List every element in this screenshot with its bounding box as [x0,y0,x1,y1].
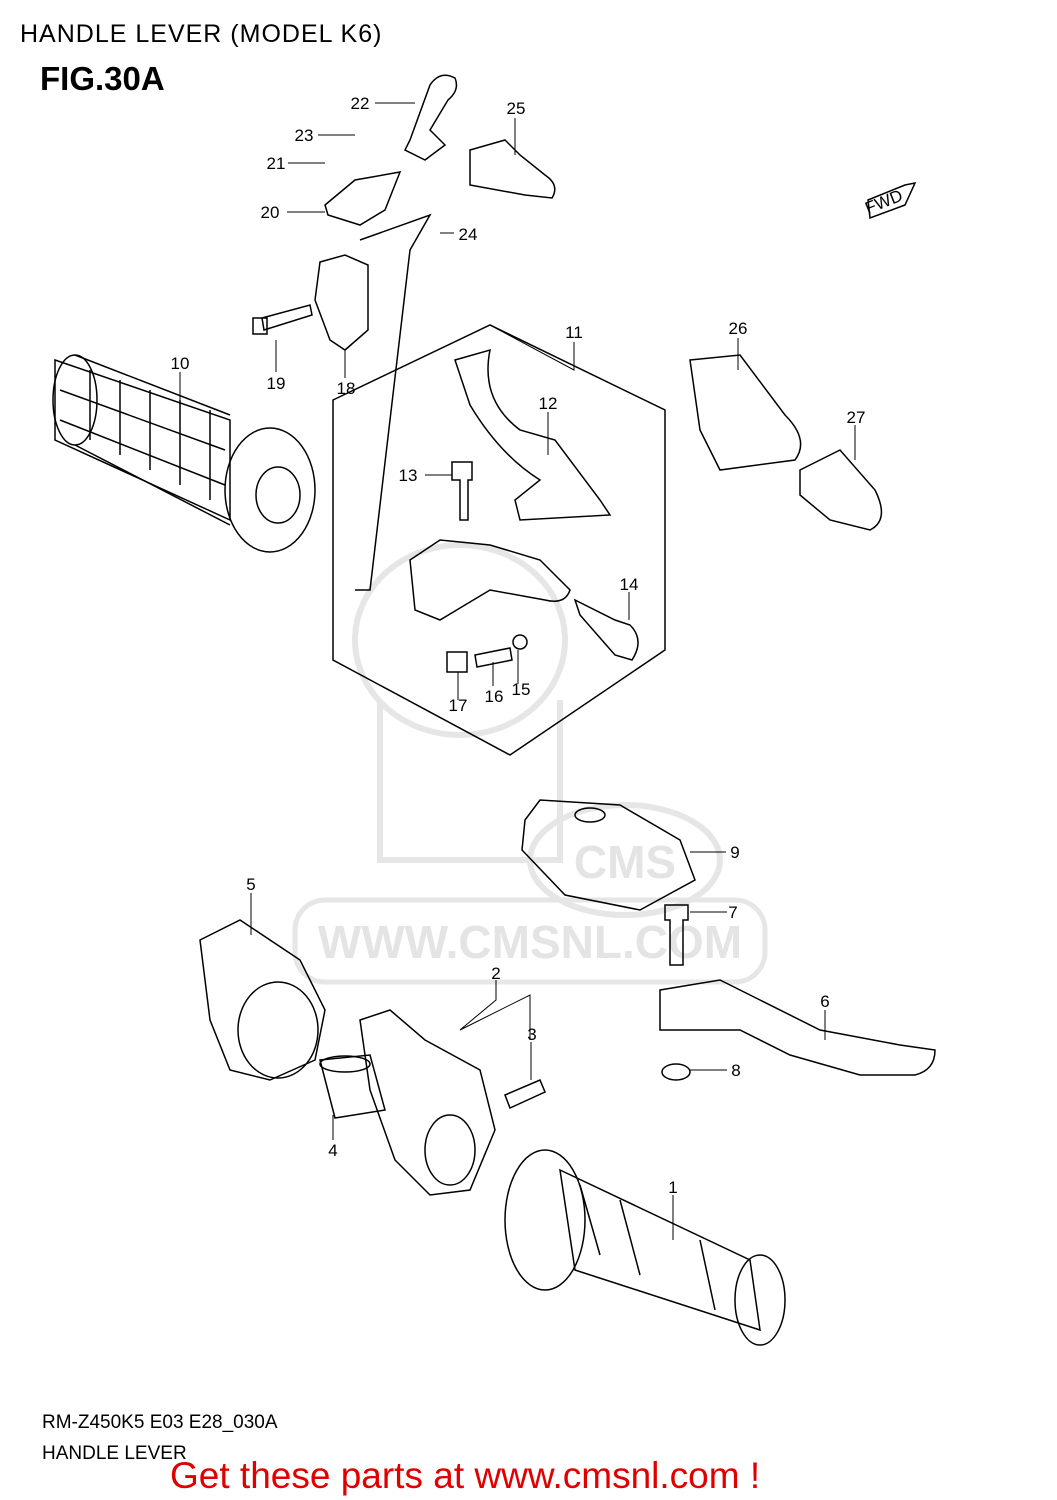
callout-3: 3 [527,1025,536,1044]
page-title: HANDLE LEVER (MODEL K6) [20,20,383,48]
part-11 [454,348,612,521]
part-18 [314,254,369,351]
callout-16: 16 [485,687,504,706]
callout-6: 6 [820,992,829,1011]
lever-holder [409,539,571,621]
callout-7: 7 [728,903,737,922]
part-13 [451,461,473,521]
callout-18: 18 [337,379,356,398]
callout-9: 9 [730,843,739,862]
callout-10: 10 [171,354,190,373]
part-22 [403,74,458,161]
watermark-logo: CMS [574,836,676,888]
callout-20: 20 [261,203,280,222]
part-5 [199,919,326,1081]
part-15 [512,634,528,650]
part-2 [359,1009,496,1196]
callout-5: 5 [246,875,255,894]
bracket-outline [355,213,432,591]
callout-25: 25 [507,99,526,118]
part-19 [261,304,313,331]
part-17 [446,651,468,673]
diagram-name: HANDLE LEVER [42,1443,187,1464]
part-6 [659,979,936,1076]
part-16 [474,647,513,668]
watermark: WWW.CMSNL.COM CMS [292,542,768,985]
part-4 [319,1054,386,1119]
figure-label: FIG.30A [40,60,165,97]
part-7 [664,904,689,966]
callout-19: 19 [267,374,286,393]
diagram-code: RM-Z450K5 E03 E28_030A [42,1412,278,1433]
part-27 [799,449,883,531]
grip-10 [52,354,316,553]
part-25 [469,139,556,199]
callout-8: 8 [731,1061,740,1080]
leader-lines [179,102,856,1240]
callout-11: 11 [565,323,583,342]
part-3 [504,1079,546,1110]
part-9 [521,799,696,911]
callout-22: 22 [351,94,370,113]
callout-14: 14 [620,575,639,594]
callout-27: 27 [847,408,866,427]
callout-15: 15 [512,680,531,699]
callout-2: 2 [491,964,500,983]
part-8 [661,1063,691,1081]
callout-12: 12 [539,394,558,413]
callout-1: 1 [668,1178,677,1197]
part-14 [573,598,639,661]
grip-1 [504,1149,786,1346]
promo-link[interactable]: Get these parts at www.cmsnl.com ! [170,1455,761,1496]
callout-24: 24 [459,225,478,244]
callouts: 1 2 3 4 5 6 7 8 9 10 11 12 13 14 15 16 1… [171,94,906,1197]
callout-21: 21 [267,154,286,173]
callout-13: 13 [399,466,418,485]
callout-26: 26 [729,319,748,338]
callout-17: 17 [449,696,468,715]
part-20 [324,171,402,226]
part-26 [689,354,802,471]
callout-4: 4 [328,1141,337,1160]
callout-23: 23 [295,126,314,145]
watermark-url: WWW.CMSNL.COM [318,916,742,968]
fwd-arrow [867,181,917,220]
